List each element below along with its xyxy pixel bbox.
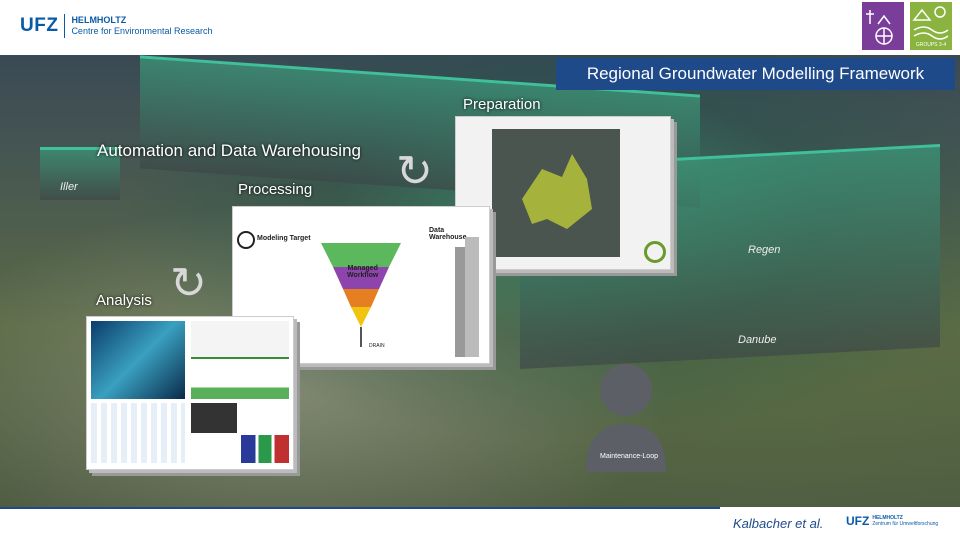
line-plot [91,403,185,463]
badge-label: GROUPS 3-4 [915,42,947,48]
author-credit: Kalbacher et al. [733,516,824,531]
loop-arrow-top-icon: ↻ [396,147,433,196]
timeseries-plot [191,321,289,359]
footer-logo-org: HELMHOLTZ [872,515,903,521]
target-icon [237,231,255,249]
footer-divider [0,507,720,509]
maintenance-label: Maintenance-Loop [600,453,658,460]
logo-full: Centre for Environmental Research [71,26,213,36]
climate-icon [862,2,904,50]
label-automation: Automation and Data Warehousing [97,141,361,160]
histogram-plot [191,361,289,399]
footer-ufz-logo: UFZ HELMHOLTZ Zentrum für Umweltforschun… [846,514,938,528]
analysis-panel [86,316,294,470]
river-danube: Danube [738,334,777,346]
logo-org: HELMHOLTZ [71,15,127,25]
maintenance-person-icon [586,362,668,477]
label-preparation: Preparation [463,96,541,113]
logo-short: UFZ [20,15,59,36]
footer-logo-short: UFZ [846,514,870,528]
flow-map-plot [91,321,185,399]
qgis-icon [644,241,666,263]
ufz-logo: UFZ HELMHOLTZ Centre for Environmental R… [20,14,213,38]
catchment-map [522,154,592,229]
footer-logo-full: Zentrum für Umweltforschung [872,521,939,527]
managed-workflow-label: Managed Workflow [347,265,379,279]
workflow-funnel [321,237,479,357]
bar-plot [241,435,289,463]
modeling-target-label: Modeling Target [257,235,311,242]
label-processing: Processing [238,181,313,198]
preparation-panel [455,116,671,270]
river-iller: Iller [60,181,78,193]
model-block-west [40,147,120,200]
drain-label: DRAIN [369,343,385,349]
header: UFZ HELMHOLTZ Centre for Environmental R… [0,0,960,55]
loop-arrow-left-icon: ↻ [170,259,207,308]
label-analysis: Analysis [96,292,152,309]
region-map-plot [191,403,237,433]
page-title: Regional Groundwater Modelling Framework [556,58,955,90]
river-regen: Regen [748,244,781,256]
footer [0,507,960,540]
landscape-icon: GROUPS 3-4 [910,2,952,50]
data-warehouse-label: Data Warehouse [429,227,467,241]
